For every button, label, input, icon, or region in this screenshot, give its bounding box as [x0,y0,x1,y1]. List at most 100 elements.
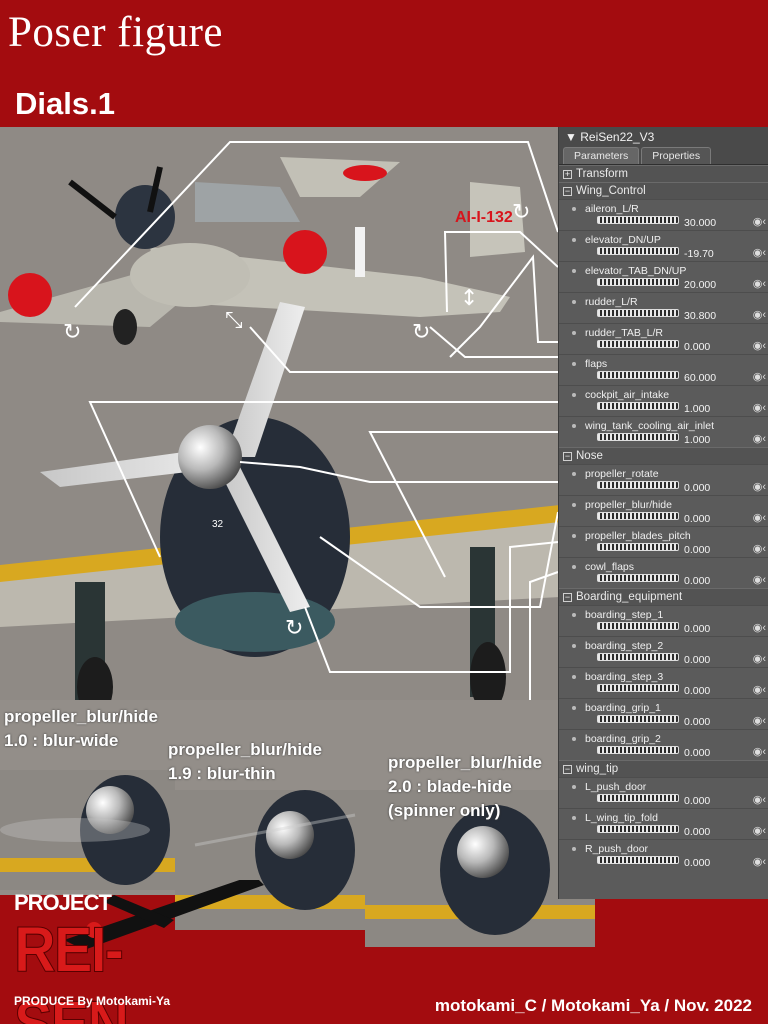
dial-dot-icon [572,269,576,273]
rotate-arrow-icon: ↻ [285,616,303,641]
eye-icon[interactable]: ◉‹ [752,746,766,758]
eye-icon[interactable]: ◉‹ [752,574,766,586]
dial-slider[interactable] [597,856,679,864]
eye-icon[interactable]: ◉‹ [752,825,766,837]
page-title: Poser figure [8,9,223,56]
minus-box-icon[interactable]: − [563,763,572,774]
panel-title-bar[interactable]: ▼ ReiSen22_V3 [559,127,768,147]
eye-icon[interactable]: ◉‹ [752,309,766,321]
eye-icon[interactable]: ◉‹ [752,278,766,290]
eye-icon[interactable]: ◉‹ [752,340,766,352]
eye-icon[interactable]: ◉‹ [752,481,766,493]
thumbnail-blade-hide [365,790,595,947]
dial-slider[interactable] [597,512,679,520]
dial-slider[interactable] [597,794,679,802]
dial-slider[interactable] [597,433,679,441]
dial-slider[interactable] [597,746,679,754]
group-wing-tip[interactable]: − wing_tip [559,760,768,777]
airplane-silhouette-icon [64,880,264,950]
group-nose[interactable]: − Nose [559,447,768,464]
parameters-panel: ▼ ReiSen22_V3 Parameters Properties + Tr… [558,127,768,899]
dial-dot-icon [572,472,576,476]
eye-icon[interactable]: ◉‹ [752,543,766,555]
eye-icon[interactable]: ◉‹ [752,371,766,383]
param-row[interactable]: elevator_DN/UP-19.70◉‹ [559,230,768,261]
aircraft-front-view [0,302,560,700]
tab-properties[interactable]: Properties [641,147,712,164]
rotate-arrow-icon: ↻ [63,320,81,345]
eye-icon[interactable]: ◉‹ [752,684,766,696]
dial-slider[interactable] [597,715,679,723]
dial-dot-icon [572,331,576,335]
logo-project-text: PROJECT [14,890,112,915]
dial-slider[interactable] [597,622,679,630]
eye-icon[interactable]: ◉‹ [752,653,766,665]
dial-dot-icon [572,424,576,428]
dial-slider[interactable] [597,825,679,833]
eye-icon[interactable]: ◉‹ [752,856,766,868]
thumbnail-blur-wide [0,770,175,890]
dial-slider[interactable] [597,309,679,317]
minus-box-icon[interactable]: − [563,185,572,196]
minus-box-icon[interactable]: − [563,591,572,602]
dial-dot-icon [572,393,576,397]
note-blur-wide: propeller_blur/hide 1.0 : blur-wide [4,707,158,750]
group-boarding-equipment[interactable]: − Boarding_equipment [559,588,768,605]
eye-icon[interactable]: ◉‹ [752,402,766,414]
minus-box-icon[interactable]: − [563,450,572,461]
dial-dot-icon [572,737,576,741]
dial-slider[interactable] [597,543,679,551]
dial-slider[interactable] [597,340,679,348]
dial-slider[interactable] [597,216,679,224]
plus-box-icon[interactable]: + [563,168,572,179]
group-wing-control[interactable]: − Wing_Control [559,182,768,199]
dial-slider[interactable] [597,247,679,255]
eye-icon[interactable]: ◉‹ [752,216,766,228]
leader-lines [74,141,559,700]
dial-dot-icon [572,207,576,211]
group-transform[interactable]: + Transform [559,165,768,182]
eye-icon[interactable]: ◉‹ [752,247,766,259]
eye-icon[interactable]: ◉‹ [752,794,766,806]
dial-dot-icon [572,565,576,569]
eye-icon[interactable]: ◉‹ [752,512,766,524]
rotate-arrow-icon: ⤡ [225,308,243,333]
dial-slider[interactable] [597,278,679,286]
eye-icon[interactable]: ◉‹ [752,715,766,727]
dial-slider[interactable] [597,574,679,582]
project-reisen-logo: PROJECT REI-SEN PRODUCE By Motokami-Ya [14,880,264,1024]
logo-produce-text: PRODUCE By Motokami-Ya [14,994,171,1008]
tab-parameters[interactable]: Parameters [563,147,640,164]
rotate-arrow-icon: ↕ [460,286,478,311]
dial-dot-icon [572,362,576,366]
dial-slider[interactable] [597,402,679,410]
dial-slider[interactable] [597,653,679,661]
roundel [283,230,327,274]
tail-code: AI-I-132 [455,209,513,226]
dial-slider[interactable] [597,371,679,379]
eye-icon[interactable]: ◉‹ [752,433,766,445]
dial-slider[interactable] [597,481,679,489]
dial-slider[interactable] [597,684,679,692]
eye-icon[interactable]: ◉‹ [752,622,766,634]
triangle-down-icon[interactable]: ▼ [565,130,577,144]
